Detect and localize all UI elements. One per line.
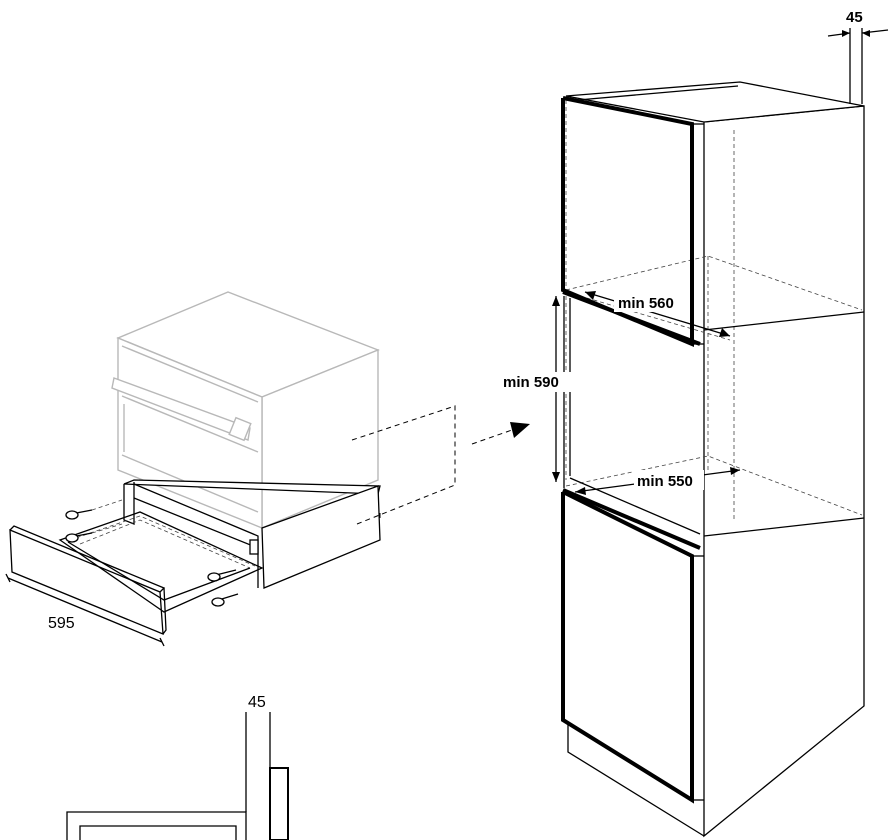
drawer-width-label: 595 [48,615,75,632]
inner-depth-label: min 560 [618,295,674,312]
detail-depth-label: 45 [248,694,266,711]
dimension-min-590: min 590 [502,296,572,482]
insert-arrow-icon [471,422,530,445]
dimension-45-top: 45 [827,9,889,104]
detail-cross-section: 45 [66,694,289,840]
tall-cabinet-illustration [561,81,865,838]
dimension-min-560: min 560 [584,291,731,337]
niche-height-label: min 590 [503,374,559,391]
top-depth-label: 45 [846,9,863,26]
dimension-595: 595 [5,573,165,647]
screw-icon [65,499,123,520]
screw-icon [211,593,239,607]
warming-drawer-illustration [9,405,456,635]
inner-width-label: min 550 [637,473,693,490]
screw-icon [65,523,123,543]
screw-icon [207,569,237,582]
dimension-min-550: min 550 [574,467,741,495]
